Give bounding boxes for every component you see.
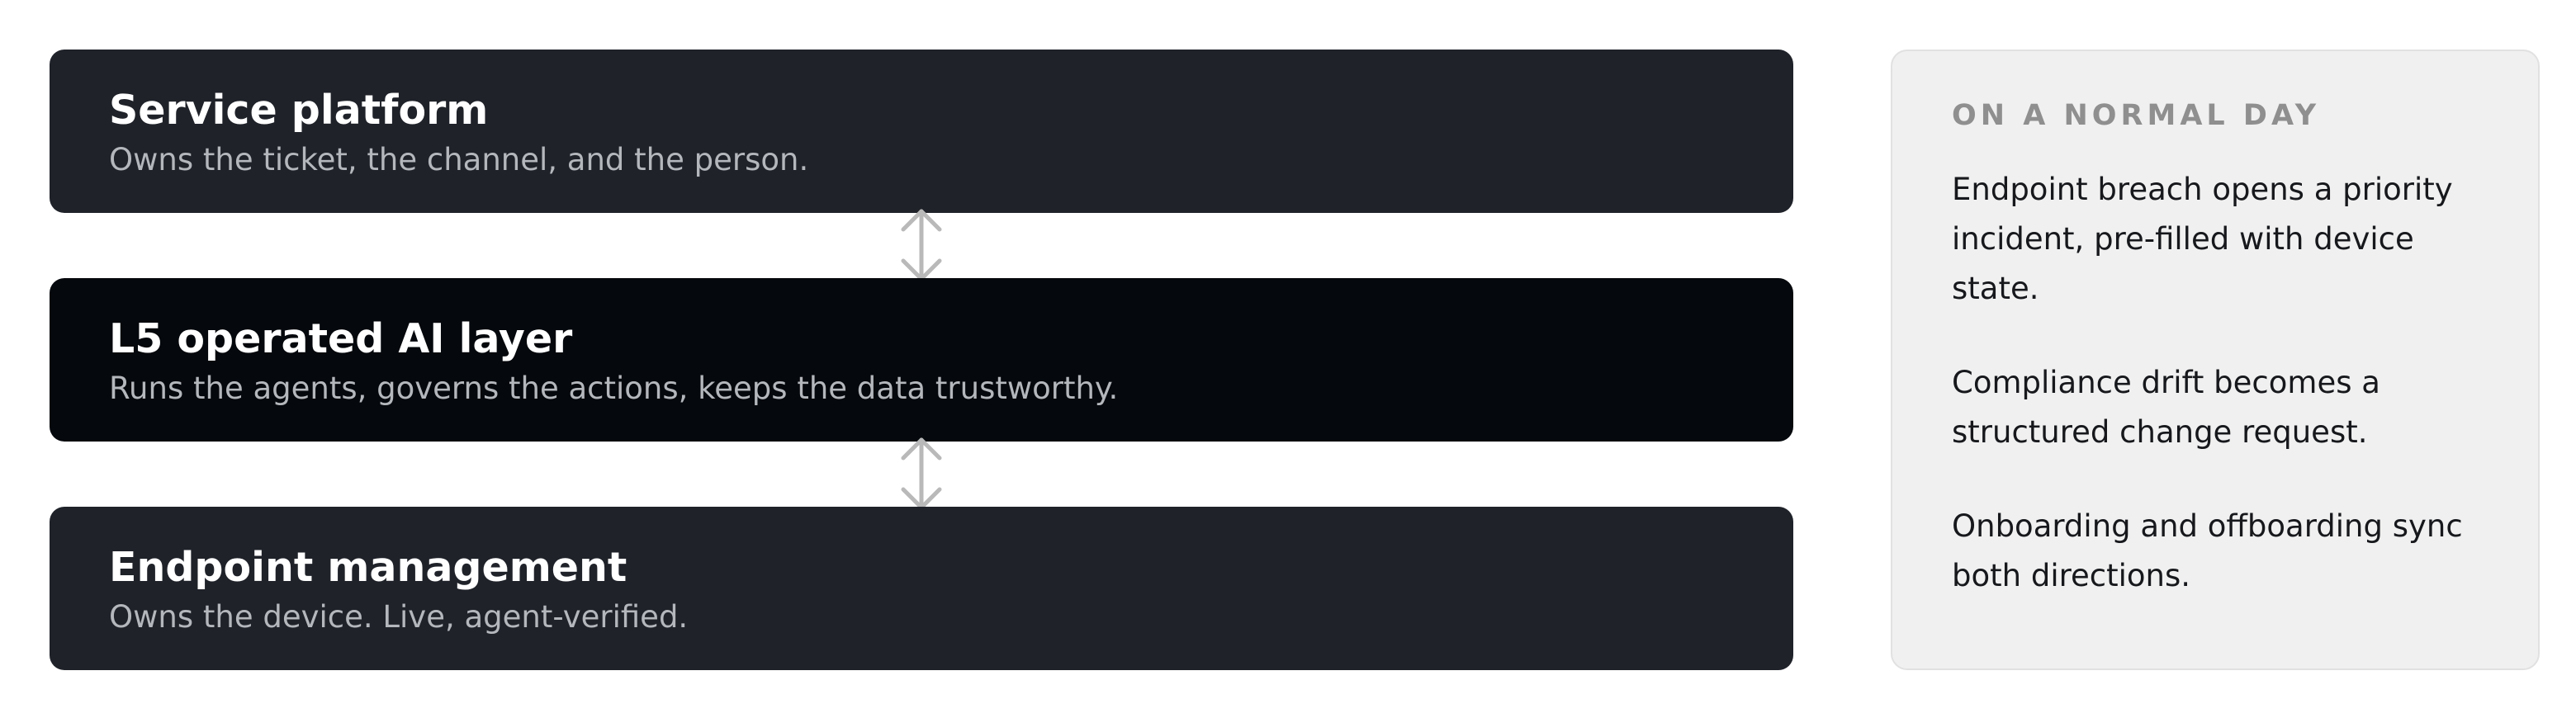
layer-title: Endpoint management xyxy=(109,544,627,591)
panel-heading: ON A NORMAL DAY xyxy=(1952,99,2321,132)
layer-subtitle: Runs the agents, governs the actions, ke… xyxy=(109,371,1119,406)
double-arrow-vertical-icon xyxy=(901,437,942,510)
panel-item: Endpoint breach opens a priority inciden… xyxy=(1952,172,2453,306)
normal-day-panel: ON A NORMAL DAY Endpoint breach opens a … xyxy=(1891,50,2540,670)
layer-title: Service platform xyxy=(109,87,489,134)
layer-ai: L5 operated AI layer Runs the agents, go… xyxy=(50,278,1793,442)
panel-item: Onboarding and offboarding sync both dir… xyxy=(1952,508,2463,593)
layer-subtitle: Owns the device. Live, agent-verified. xyxy=(109,599,689,635)
panel-item: Compliance drift becomes a structured ch… xyxy=(1952,365,2380,450)
double-arrow-vertical-icon xyxy=(901,209,942,281)
layer-service-platform: Service platform Owns the ticket, the ch… xyxy=(50,50,1793,213)
layer-subtitle: Owns the ticket, the channel, and the pe… xyxy=(109,142,809,177)
layer-endpoint-management: Endpoint management Owns the device. Liv… xyxy=(50,507,1793,670)
layer-title: L5 operated AI layer xyxy=(109,315,573,362)
